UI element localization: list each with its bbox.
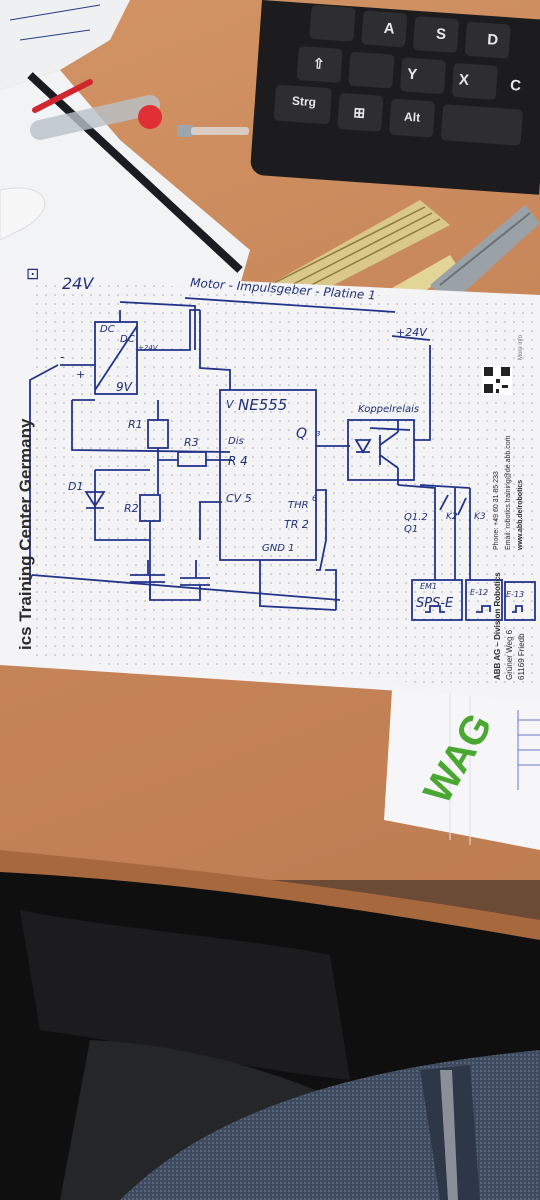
- paper-pile: [0, 0, 250, 285]
- label-plus: +: [76, 368, 86, 381]
- label-vcc: V: [226, 398, 234, 411]
- label-dc-left: DC: [100, 324, 115, 335]
- company-email: Email: robotics.training@de.abb.com: [505, 435, 512, 551]
- label-k3: K3: [474, 512, 486, 522]
- label-sps-e: SPS-E: [416, 596, 454, 611]
- label-r2: R2: [124, 502, 139, 515]
- key-label-s: S: [435, 25, 447, 44]
- key[interactable]: [348, 51, 395, 89]
- qr-caption: More info: [518, 334, 524, 360]
- key[interactable]: [440, 104, 523, 146]
- company-name: ABB AG – Division Robotics: [493, 572, 502, 680]
- label-gnd1: GND 1: [262, 543, 295, 554]
- label-q: Q: [296, 426, 308, 442]
- label-e12: E-12: [470, 588, 489, 597]
- key[interactable]: [309, 4, 356, 42]
- label-e13: E-13: [506, 590, 525, 599]
- windows-icon: ⊞: [352, 103, 366, 121]
- key-label-d: D: [486, 31, 499, 49]
- shift-icon: ⇧: [312, 55, 326, 72]
- label-minus: -: [60, 350, 65, 364]
- label-thr: THR: [288, 500, 309, 511]
- label-dc-in: +24V: [138, 344, 158, 352]
- wago-card: WAG: [384, 690, 540, 850]
- label-q1-2: Q1.2: [404, 512, 428, 523]
- company-city: 61169 Friedb: [517, 633, 526, 680]
- key-label-y: Y: [406, 65, 418, 84]
- company-web: www.abb.de/robotics: [517, 479, 524, 550]
- label-r3: R3: [184, 436, 199, 449]
- label-24v-top: 24V: [62, 274, 94, 293]
- label-q-pin: 3: [316, 430, 321, 438]
- jeans: [120, 1050, 540, 1200]
- label-dc-right: DC: [120, 334, 135, 345]
- key-label-a: A: [383, 19, 396, 38]
- fuse: [177, 125, 249, 137]
- key-label-x: X: [458, 71, 470, 89]
- label-24v-right: +24V: [396, 326, 427, 339]
- label-pin6: 6: [312, 494, 318, 503]
- label-ne555: NE555: [238, 396, 288, 414]
- metal-ruler: [430, 205, 540, 305]
- label-tr2: TR 2: [284, 518, 309, 531]
- keyboard-keys: A S D Y X C Strg Alt ⊞ ⇧: [261, 0, 540, 178]
- side-print: ics Training Center Germany: [16, 418, 35, 650]
- label-dc-out: 9V: [116, 380, 132, 394]
- label-cv5: CV 5: [226, 492, 252, 505]
- company-phone: Phone: +49 60 31 85 233: [493, 471, 500, 550]
- qr-code: [482, 365, 512, 395]
- label-k2: K2: [446, 512, 458, 522]
- company-street: Grüner Weg 6: [505, 629, 514, 680]
- key-label-c: C: [509, 76, 522, 95]
- label-r1: R1: [128, 418, 143, 431]
- label-r4: R 4: [228, 454, 248, 468]
- schematic-sheet: [0, 270, 540, 700]
- label-dis: Dis: [228, 436, 244, 447]
- relay-symbol-icon: ⊡: [26, 264, 40, 283]
- key-label-alt: Alt: [403, 109, 421, 125]
- label-d1: D1: [68, 480, 84, 493]
- label-koppelrelais: Koppelrelais: [358, 404, 420, 415]
- label-q1: Q1: [404, 524, 419, 535]
- label-em1: EM1: [420, 582, 438, 591]
